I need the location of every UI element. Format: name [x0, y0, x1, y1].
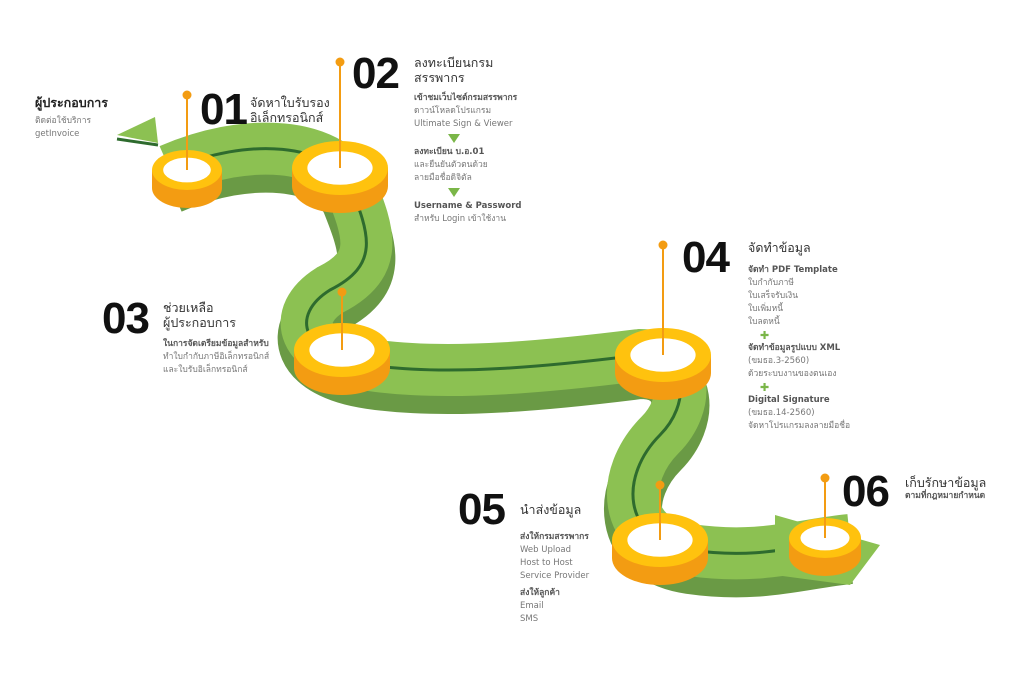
title-line: ลงทะเบียนกรม — [414, 55, 494, 70]
detail-line: ลายมือชื่อดิจิตัล — [414, 173, 472, 183]
down-arrow-icon — [448, 188, 460, 197]
detail-line: ใบกำกับภาษี — [748, 278, 794, 288]
detail-line: และใบรับอิเล็กทรอนิกส์ — [163, 365, 248, 375]
detail-line: จัดหาโปรแกรมลงลายมือชื่อ — [748, 421, 851, 431]
group-heading: ในการจัดเตรียมข้อมูลสำหรับ — [163, 339, 269, 349]
detail-line: ใบลดหนี้ — [748, 317, 780, 327]
detail-line: Host to Host — [520, 558, 573, 568]
step-number-02: 02 — [352, 49, 400, 98]
detail-line: (ขมธอ.3-2560) — [748, 356, 810, 366]
pin-head-icon — [335, 57, 345, 67]
start-arrow-icon — [117, 117, 158, 143]
detail-line: Web Upload — [520, 545, 572, 555]
step-number-01: 01 — [200, 85, 248, 134]
group-heading: ส่งให้ลูกค้า — [520, 588, 560, 598]
start-title: ผู้ประกอบการ — [35, 95, 108, 110]
step-title-05: นำส่งข้อมูล — [520, 502, 582, 517]
plus-icon: ✚ — [760, 381, 770, 394]
group-heading: จัดทำ PDF Template — [748, 265, 838, 275]
title-line: ช่วยเหลือ — [163, 300, 214, 315]
detail-line: ด้วยระบบงานของตนเอง — [748, 369, 837, 379]
start-text: ติดต่อใช้บริการ getInvoice — [35, 115, 91, 141]
pin-head-icon — [658, 240, 668, 250]
detail-line: ทำใบกำกับภาษีอิเล็กทรอนิกส์ — [163, 352, 270, 362]
detail-line: ใบเสร็จรับเงิน — [748, 291, 799, 301]
group-heading: Username & Password — [414, 201, 522, 211]
step-title-04: จัดทำข้อมูล — [748, 240, 811, 255]
step-number-03: 03 — [102, 294, 150, 343]
step-details-02: เข้าชมเว็บไซต์กรมสรรพากร ดาวน์โหลดโปรแกร… — [414, 92, 521, 226]
pin-head-icon — [337, 287, 347, 297]
group-heading: ลงทะเบียน บ.อ.01 — [414, 147, 485, 157]
step-title-03: ช่วยเหลือ ผู้ประกอบการ — [163, 300, 236, 330]
detail-line: ดาวน์โหลดโปรแกรม — [414, 106, 492, 116]
step-details-03: ในการจัดเตรียมข้อมูลสำหรับ ทำใบกำกับภาษี… — [163, 338, 269, 377]
step-details-04: จัดทำ PDF Template ใบกำกับภาษี ใบเสร็จรั… — [748, 264, 850, 433]
group-heading: Digital Signature — [748, 395, 830, 405]
group-heading: ส่งให้กรมสรรพากร — [520, 532, 589, 542]
down-arrow-icon — [448, 134, 460, 143]
pin-head-icon — [820, 473, 830, 483]
detail-line: Email — [520, 601, 544, 611]
detail-line: และยืนยันตัวตนด้วย — [414, 160, 488, 170]
start-line: getInvoice — [35, 129, 80, 139]
title-line: จัดหาใบรับรอง — [250, 95, 330, 110]
detail-line: SMS — [520, 614, 539, 624]
step-number-05: 05 — [458, 485, 506, 534]
title-line: อิเล็กทรอนิกส์ — [250, 110, 324, 125]
detail-line: สำหรับ Login เข้าใช้งาน — [414, 214, 507, 224]
title-line: สรรพากร — [414, 70, 465, 85]
step-number-04: 04 — [682, 233, 730, 282]
step-title-01: จัดหาใบรับรอง อิเล็กทรอนิกส์ — [250, 95, 330, 125]
step-number-06: 06 — [842, 467, 890, 516]
step-subtitle-06: ตามที่กฎหมายกำหนด — [905, 491, 986, 501]
group-heading: จัดทำข้อมูลรูปแบบ XML — [748, 343, 841, 353]
milestone-rings — [152, 57, 861, 585]
group-heading: เข้าชมเว็บไซต์กรมสรรพากร — [414, 93, 518, 103]
pin-head-icon — [655, 480, 665, 490]
step-details-05: ส่งให้กรมสรรพากร Web Upload Host to Host… — [520, 531, 589, 626]
detail-line: (ขมธอ.14-2560) — [748, 408, 815, 418]
pin-head-icon — [182, 90, 192, 100]
detail-line: Service Provider — [520, 571, 590, 581]
title-line: ผู้ประกอบการ — [163, 315, 236, 330]
step-title-02: ลงทะเบียนกรม สรรพากร — [414, 55, 493, 85]
detail-line: ใบเพิ่มหนี้ — [748, 304, 784, 314]
step-title-06: เก็บรักษาข้อมูล — [905, 475, 987, 490]
plus-icon: ✚ — [760, 329, 770, 342]
start-line: ติดต่อใช้บริการ — [35, 116, 92, 126]
detail-line: Ultimate Sign & Viewer — [414, 119, 513, 129]
